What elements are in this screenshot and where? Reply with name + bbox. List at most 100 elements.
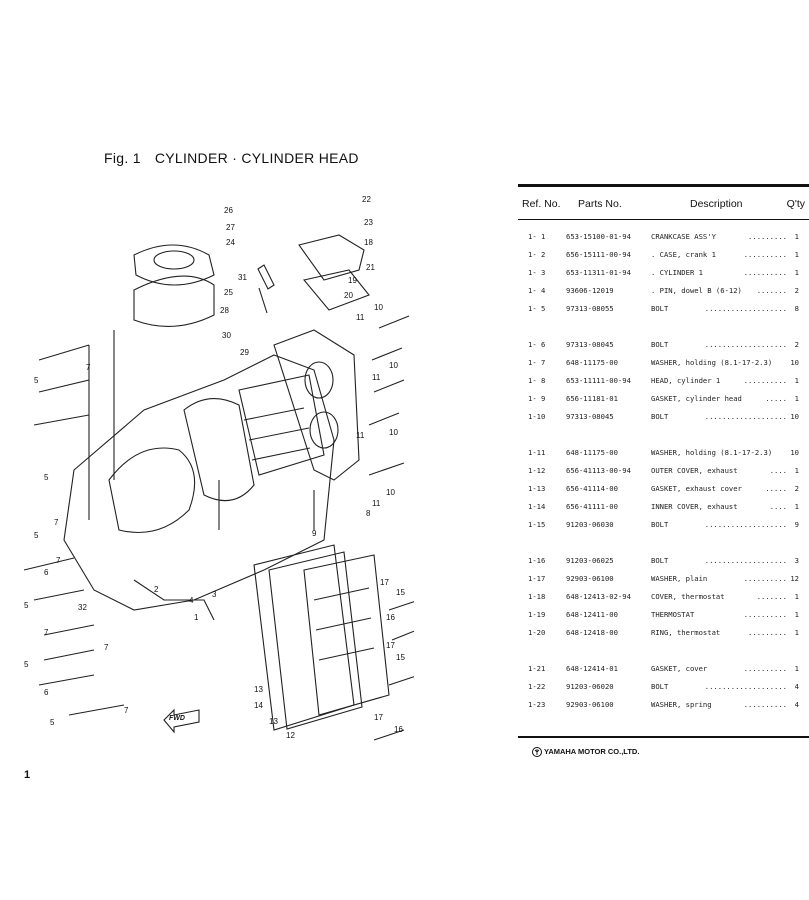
part-no-cell: 97313-08045 bbox=[566, 340, 614, 349]
header-parts-no: Parts No. bbox=[578, 198, 622, 210]
leader-dots: ................... bbox=[704, 340, 787, 349]
ref-no-cell: 1- 5 bbox=[528, 304, 546, 313]
ref-no-cell: 1-21 bbox=[528, 664, 546, 673]
ref-no-cell: 1- 9 bbox=[528, 394, 546, 403]
part-no-cell: 653-11111-00-94 bbox=[566, 376, 631, 385]
ref-no-cell: 1- 3 bbox=[528, 268, 546, 277]
qty-cell: 1 bbox=[794, 628, 799, 637]
svg-text:11: 11 bbox=[356, 431, 365, 440]
leader-dots: .......... bbox=[743, 376, 787, 385]
part-no-cell: 92903-06100 bbox=[566, 574, 614, 583]
description-cell: RING, thermostat bbox=[651, 628, 721, 637]
ref-no-cell: 1-10 bbox=[528, 412, 546, 421]
part-no-cell: 656-11181-01 bbox=[566, 394, 618, 403]
svg-text:5: 5 bbox=[24, 601, 29, 610]
part-no-cell: 653-15100-01-94 bbox=[566, 232, 631, 241]
qty-cell: 1 bbox=[794, 664, 799, 673]
description-cell: WASHER, holding (8.1-17-2.3) bbox=[651, 358, 773, 367]
svg-text:12: 12 bbox=[286, 731, 295, 740]
svg-text:11: 11 bbox=[372, 373, 381, 382]
part-no-cell: 648-12413-02-94 bbox=[566, 592, 631, 601]
svg-text:4: 4 bbox=[189, 596, 194, 605]
exploded-parts-diagram: 22 23 26 27 24 25 18 21 31 19 20 28 29 3… bbox=[23, 195, 414, 741]
qty-cell: 2 bbox=[794, 484, 799, 493]
svg-text:30: 30 bbox=[222, 331, 231, 340]
qty-cell: 1 bbox=[794, 232, 799, 241]
svg-text:5: 5 bbox=[50, 718, 55, 727]
description-cell: WASHER, holding (8.1-17-2.3) bbox=[651, 448, 773, 457]
part-no-cell: 91203-06025 bbox=[566, 556, 614, 565]
leader-dots: ....... bbox=[756, 286, 787, 295]
leader-dots: .......... bbox=[743, 610, 787, 619]
part-no-cell: 92903-06100 bbox=[566, 700, 614, 709]
ref-no-cell: 1-15 bbox=[528, 520, 546, 529]
ref-no-cell: 1- 8 bbox=[528, 376, 546, 385]
parts-table: Ref. No. Parts No. Description Q'ty 1- 1… bbox=[518, 184, 809, 738]
description-cell: THERMOSTAT bbox=[651, 610, 695, 619]
svg-text:7: 7 bbox=[124, 706, 129, 715]
description-cell: BOLT bbox=[651, 412, 669, 421]
ref-no-cell: 1-17 bbox=[528, 574, 546, 583]
qty-cell: 12 bbox=[790, 574, 799, 583]
description-cell: BOLT bbox=[651, 556, 669, 565]
svg-text:5: 5 bbox=[24, 660, 29, 669]
description-cell: CRANKCASE ASS'Y bbox=[651, 232, 716, 241]
qty-cell: 1 bbox=[794, 268, 799, 277]
qty-cell: 10 bbox=[790, 412, 799, 421]
svg-text:11: 11 bbox=[372, 499, 381, 508]
bolts-left bbox=[23, 315, 414, 741]
description-cell: OUTER COVER, exhaust bbox=[651, 466, 738, 475]
description-cell: GASKET, exhaust cover bbox=[651, 484, 742, 493]
fwd-arrow bbox=[163, 708, 200, 734]
ref-no-cell: 1-20 bbox=[528, 628, 546, 637]
svg-text:7: 7 bbox=[86, 363, 91, 372]
qty-cell: 10 bbox=[790, 358, 799, 367]
description-cell: GASKET, cylinder head bbox=[651, 394, 742, 403]
leader-dots: ....... bbox=[756, 592, 787, 601]
qty-cell: 2 bbox=[794, 340, 799, 349]
part-no-cell: 648-12411-00 bbox=[566, 610, 618, 619]
leader-dots: ..... bbox=[765, 484, 787, 493]
qty-cell: 9 bbox=[794, 520, 799, 529]
svg-text:10: 10 bbox=[386, 488, 395, 497]
description-cell: GASKET, cover bbox=[651, 664, 708, 673]
description-cell: BOLT bbox=[651, 682, 669, 691]
table-top-rule bbox=[518, 184, 809, 187]
leader-dots: ................... bbox=[704, 304, 787, 313]
svg-text:19: 19 bbox=[348, 276, 357, 285]
part-no-cell: 648-11175-00 bbox=[566, 358, 618, 367]
description-cell: INNER COVER, exhaust bbox=[651, 502, 738, 511]
svg-text:13: 13 bbox=[254, 685, 263, 694]
qty-cell: 4 bbox=[794, 682, 799, 691]
qty-cell: 1 bbox=[794, 466, 799, 475]
qty-cell: 2 bbox=[794, 286, 799, 295]
cylinder-head-outline bbox=[273, 329, 360, 481]
header-ref-no: Ref. No. bbox=[522, 198, 561, 210]
crankcase-outline bbox=[63, 354, 335, 611]
svg-text:18: 18 bbox=[364, 238, 373, 247]
header-qty: Q'ty bbox=[786, 198, 805, 210]
figure-caption: CYLINDER · CYLINDER HEAD bbox=[154, 150, 359, 166]
description-cell: BOLT bbox=[651, 520, 669, 529]
part-no-cell: 93606-12019 bbox=[566, 286, 614, 295]
ref-no-cell: 1-12 bbox=[528, 466, 546, 475]
part-no-cell: 656-41111-00 bbox=[566, 502, 618, 511]
ref-no-cell: 1-19 bbox=[528, 610, 546, 619]
ref-no-cell: 1- 1 bbox=[528, 232, 546, 241]
qty-cell: 10 bbox=[790, 448, 799, 457]
svg-text:17: 17 bbox=[374, 713, 383, 722]
svg-text:10: 10 bbox=[389, 428, 398, 437]
table-bottom-rule bbox=[518, 736, 809, 738]
leader-dots: ................... bbox=[704, 682, 787, 691]
ref-no-cell: 1-16 bbox=[528, 556, 546, 565]
